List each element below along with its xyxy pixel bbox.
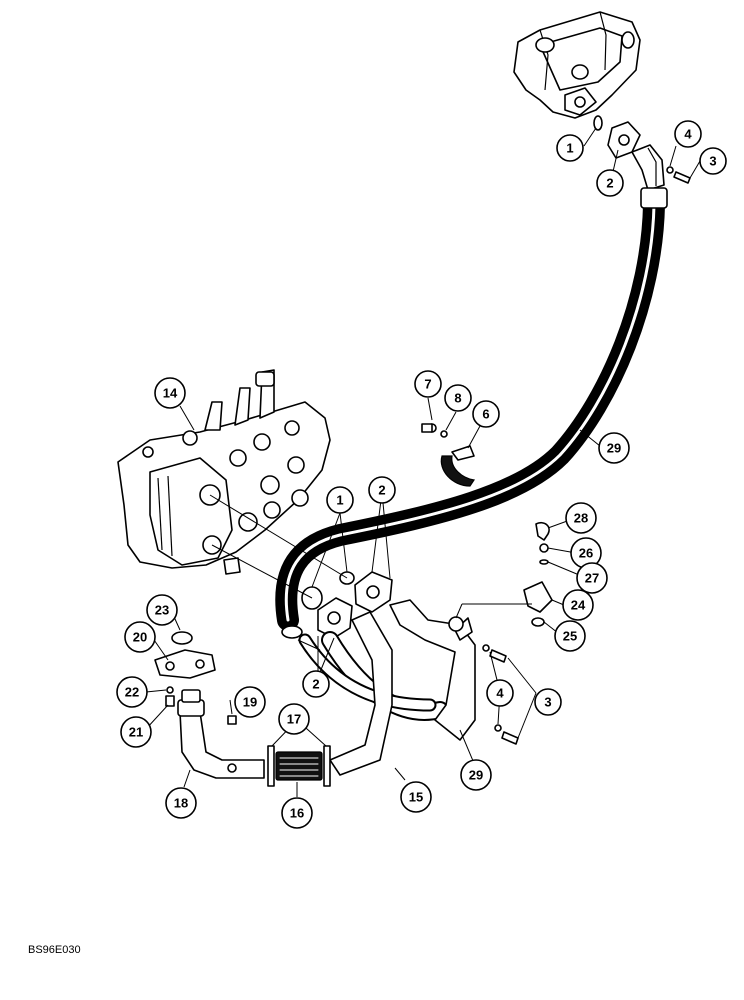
callout-label: 22: [125, 685, 139, 700]
callout-22: 22: [116, 676, 148, 708]
callout-17: 17: [278, 703, 310, 735]
callout-label: 1: [336, 493, 343, 508]
callout-label: 4: [684, 127, 692, 142]
callout-label: 29: [607, 441, 621, 456]
callout-29: 29: [460, 759, 492, 791]
callout-21: 21: [120, 716, 152, 748]
callout-label: 3: [709, 154, 716, 169]
callout-label: 18: [174, 796, 188, 811]
callout-8: 8: [444, 384, 472, 412]
fittings-24-28: [523, 521, 553, 627]
callout-label: 28: [574, 511, 588, 526]
pump-outlet-fittings: [593, 115, 691, 191]
callout-label: 20: [133, 630, 147, 645]
hose-clamp: [421, 423, 476, 487]
callout-6: 6: [472, 400, 500, 428]
control-valve: [117, 369, 331, 575]
callout-15: 15: [400, 781, 432, 813]
callout-29: 29: [598, 432, 630, 464]
callout-label: 29: [469, 768, 483, 783]
callout-label: 4: [496, 686, 504, 701]
callout-3: 3: [699, 147, 727, 175]
callout-label: 2: [378, 483, 385, 498]
flange-20-and-parts: [154, 631, 216, 707]
callout-label: 7: [424, 377, 431, 392]
callout-label: 27: [585, 571, 599, 586]
callout-label: 23: [155, 603, 169, 618]
figure-code: BS96E030: [28, 944, 81, 956]
callout-label: 19: [243, 695, 257, 710]
callout-label: 2: [312, 677, 319, 692]
callout-7: 7: [414, 370, 442, 398]
callout-19: 19: [234, 686, 266, 718]
callout-4: 4: [486, 679, 514, 707]
callout-label: 6: [482, 407, 489, 422]
callout-label: 26: [579, 546, 593, 561]
callout-label: 21: [129, 725, 143, 740]
callout-28: 28: [565, 502, 597, 534]
callout-label: 3: [544, 695, 551, 710]
callout-2: 2: [368, 476, 396, 504]
callout-1: 1: [326, 486, 354, 514]
callout-2: 2: [302, 670, 330, 698]
callout-bubbles: 1 2 3 4 29 7 8 6 14 1 2 28 26 27 24 25 2…: [116, 120, 727, 829]
callout-3: 3: [534, 688, 562, 716]
callout-label: 25: [563, 629, 577, 644]
callout-14: 14: [154, 377, 186, 409]
callout-25: 25: [554, 620, 586, 652]
callout-23: 23: [146, 594, 178, 626]
tube-assembly-right: [298, 599, 476, 776]
callout-label: 24: [571, 598, 586, 613]
coupling-hose-16: [267, 745, 331, 787]
callout-18: 18: [165, 787, 197, 819]
callout-2: 2: [596, 169, 624, 197]
callout-label: 14: [163, 386, 178, 401]
callout-1: 1: [556, 134, 584, 162]
callout-label: 2: [606, 176, 613, 191]
hydraulic-pump: [513, 11, 641, 119]
callout-16: 16: [281, 797, 313, 829]
callout-24: 24: [562, 589, 594, 621]
callout-20: 20: [124, 621, 156, 653]
callout-label: 1: [566, 141, 573, 156]
hose-29: [275, 187, 668, 639]
callout-label: 17: [287, 712, 301, 727]
callout-27: 27: [576, 562, 608, 594]
bolts-3-4: [448, 616, 519, 745]
callout-label: 15: [409, 790, 423, 805]
tube-18: [177, 689, 265, 779]
callout-4: 4: [674, 120, 702, 148]
callout-label: 8: [454, 391, 461, 406]
callout-label: 16: [290, 806, 304, 821]
